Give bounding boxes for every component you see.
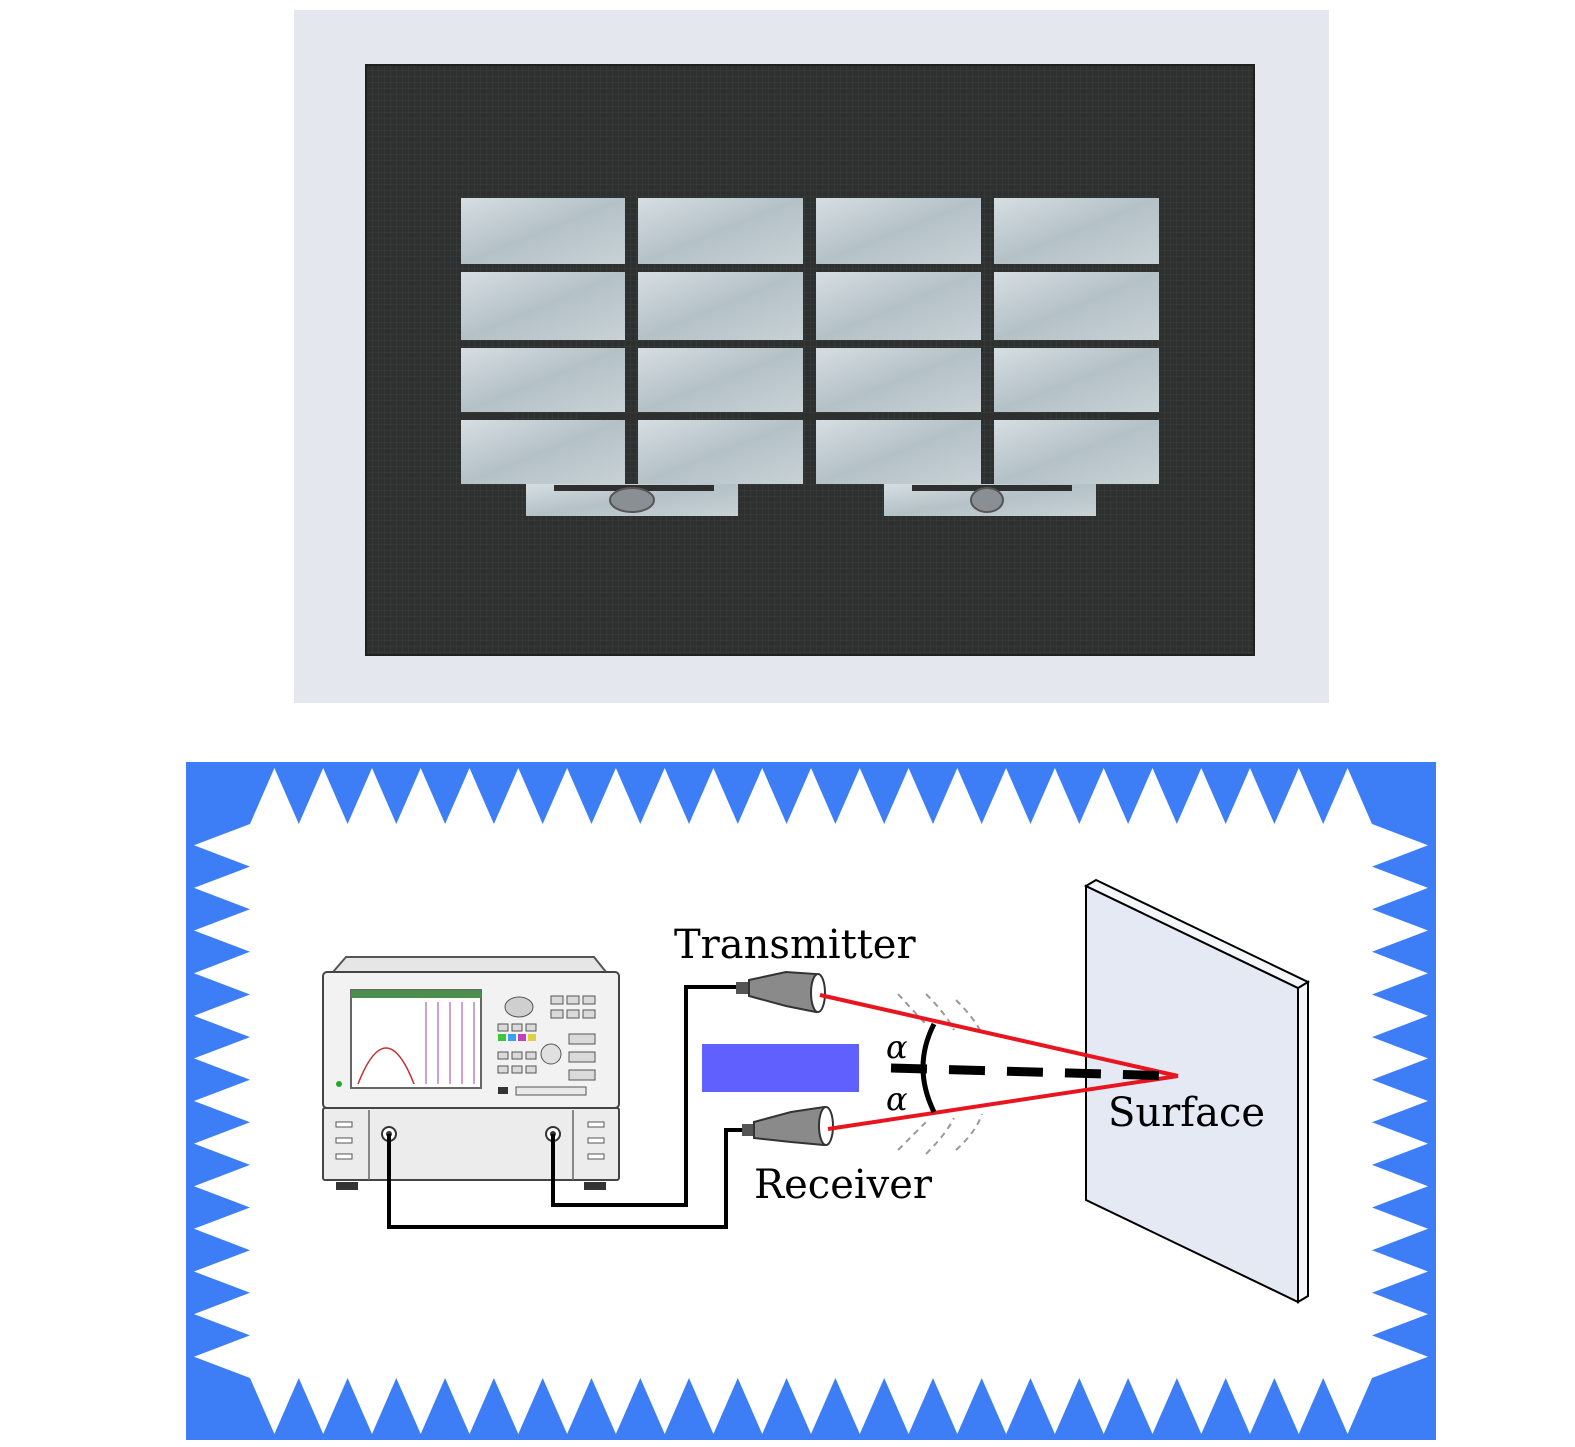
receiver-label: Receiver: [754, 1162, 933, 1208]
transmitter-horn-icon: [736, 970, 826, 1014]
alpha-label-bottom: α: [886, 1080, 908, 1118]
normal-line: [890, 1063, 1177, 1081]
beams: [819, 993, 1179, 1131]
obstacle-block: [702, 1044, 859, 1092]
surface-panel: [1083, 878, 1311, 1304]
solder-joint-right: [970, 487, 1004, 513]
antenna-board-photo: [294, 10, 1329, 703]
antenna-board-illustration: [294, 10, 1329, 703]
wave-arcs: [897, 993, 983, 1155]
angle-arc: [920, 1022, 937, 1114]
network-analyzer-icon: [322, 956, 620, 1190]
solder-joint-left: [609, 487, 655, 513]
cables: [387, 985, 752, 1229]
surface-label: Surface: [1108, 1090, 1266, 1136]
receiver-horn-icon: [742, 1105, 834, 1147]
anechoic-chamber: [186, 762, 1436, 1440]
measurement-setup-diagram: Transmitter Receiver Surface α α: [186, 762, 1436, 1440]
transmitter-label: Transmitter: [674, 922, 916, 968]
alpha-label-top: α: [886, 1028, 908, 1066]
